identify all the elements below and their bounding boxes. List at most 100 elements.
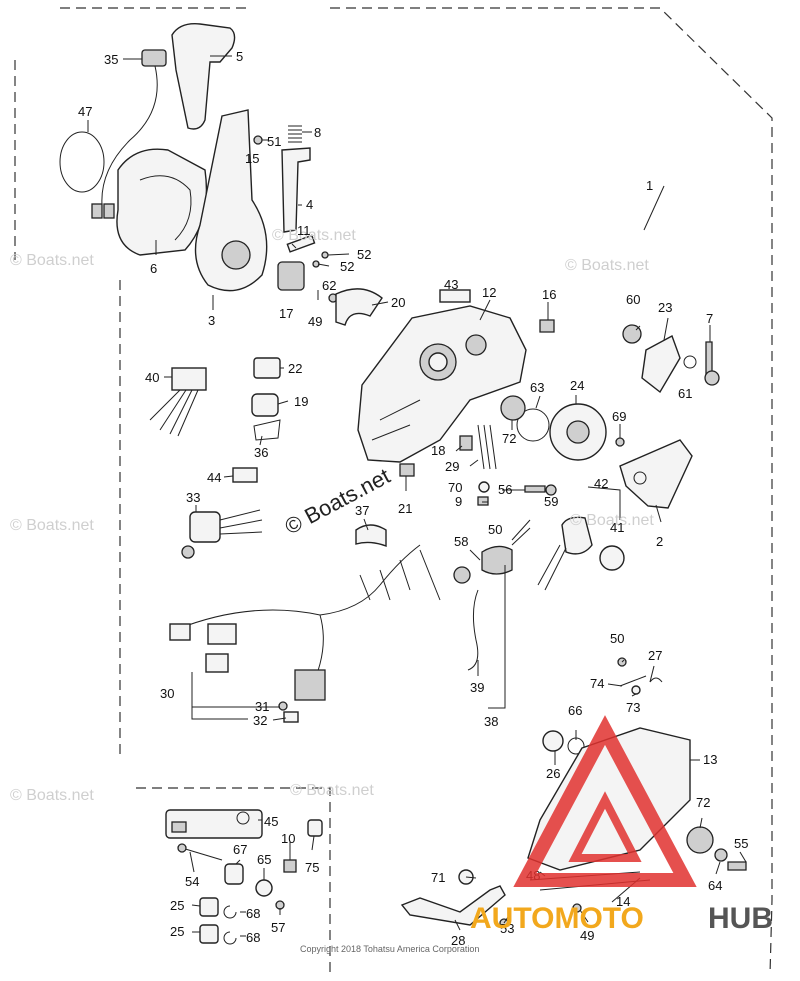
callout-19: 19	[294, 394, 308, 409]
callout-54: 54	[185, 874, 199, 889]
callout-53: 53	[500, 921, 514, 936]
plate-part	[286, 234, 316, 253]
callout-56: 56	[498, 482, 512, 497]
callout-6: 6	[150, 261, 157, 276]
brand-triangle-icon	[513, 715, 697, 887]
callout-10: 10	[281, 831, 295, 846]
callout-68a: 68	[246, 906, 260, 921]
watermark-text: © Boats.net	[10, 517, 94, 534]
callout-67: 67	[233, 842, 247, 857]
callout-26: 26	[546, 766, 560, 781]
watermark-text: © Boats.net	[570, 512, 654, 529]
watermark-text: © Boats.net	[272, 227, 356, 244]
callout-73: 73	[626, 700, 640, 715]
callout-27: 27	[648, 648, 662, 663]
side-plate-part	[527, 727, 691, 871]
grip-part	[171, 23, 236, 130]
callout-39: 39	[470, 680, 484, 695]
callout-43: 43	[444, 277, 458, 292]
callout-33: 33	[186, 490, 200, 505]
callout-61: 61	[678, 386, 692, 401]
brand-inner-triangle-icon	[568, 791, 642, 862]
callout-35: 35	[104, 52, 118, 67]
callout-42: 42	[594, 476, 608, 491]
callout-50b: 50	[610, 631, 624, 646]
bracket-part	[335, 288, 383, 326]
brand-text-secondary: HUB	[708, 902, 773, 935]
callout-1: 1	[646, 178, 653, 193]
cam-part	[277, 261, 305, 291]
callout-25b: 25	[170, 924, 184, 939]
callout-75: 75	[305, 860, 319, 875]
callout-28: 28	[451, 933, 465, 948]
callout-30: 30	[160, 686, 174, 701]
callout-44: 44	[207, 470, 221, 485]
callout-62: 62	[322, 278, 336, 293]
callout-25a: 25	[170, 898, 184, 913]
washer-part	[516, 408, 550, 442]
callout-64: 64	[708, 878, 722, 893]
watermark-text: © Boats.net	[10, 787, 94, 804]
callout-65: 65	[257, 852, 271, 867]
callout-69: 69	[612, 409, 626, 424]
o-ring-part	[59, 131, 105, 193]
rod-part	[281, 147, 311, 233]
callout-37: 37	[355, 503, 369, 518]
callout-72b: 72	[696, 795, 710, 810]
callout-49b: 49	[580, 928, 594, 943]
sub-kit-outline	[136, 787, 331, 975]
assembly-outline	[14, 7, 773, 976]
callout-5: 5	[236, 49, 243, 64]
callout-59: 59	[544, 494, 558, 509]
callout-40: 40	[145, 370, 159, 385]
callout-29: 29	[445, 459, 459, 474]
shift-lever-part	[400, 885, 506, 926]
lever-bracket-part	[641, 334, 681, 394]
callout-20: 20	[391, 295, 405, 310]
callout-32: 32	[253, 713, 267, 728]
watermark-text: © Boats.net	[10, 252, 94, 269]
brand-logo: AUTOMOTO HUB	[470, 715, 773, 935]
callout-21: 21	[398, 501, 412, 516]
callout-14: 14	[616, 894, 630, 909]
lever-arm-part	[194, 109, 268, 292]
callout-41: 41	[610, 520, 624, 535]
callout-70: 70	[448, 480, 462, 495]
callout-60: 60	[626, 292, 640, 307]
callout-3: 3	[208, 313, 215, 328]
lever-cover-part	[116, 148, 208, 256]
watermark-text: © Boats.net	[565, 257, 649, 274]
callout-31: 31	[255, 699, 269, 714]
spring-part	[288, 125, 302, 143]
callout-55: 55	[734, 836, 748, 851]
neutral-switch-part	[481, 545, 513, 575]
callout-74: 74	[590, 676, 604, 691]
callout-12: 12	[482, 285, 496, 300]
label-part	[439, 289, 471, 303]
callout-13: 13	[703, 752, 717, 767]
callout-45: 45	[264, 814, 278, 829]
callout-49a: 49	[308, 314, 322, 329]
brand-text-primary: AUTOMOTO	[470, 902, 644, 935]
callout-15: 15	[245, 151, 259, 166]
callout-52b: 52	[340, 259, 354, 274]
callout-18: 18	[431, 443, 445, 458]
callout-38: 38	[484, 714, 498, 729]
wiring-harness-part	[174, 544, 421, 631]
ignition-switch-part	[189, 511, 221, 543]
callout-9: 9	[455, 494, 462, 509]
callout-72a: 72	[502, 431, 516, 446]
decal-part	[165, 809, 263, 839]
callout-57: 57	[271, 920, 285, 935]
leader-lines	[87, 55, 747, 937]
sensor-part	[561, 516, 593, 555]
callout-23: 23	[658, 300, 672, 315]
callout-71: 71	[431, 870, 445, 885]
callout-47: 47	[78, 104, 92, 119]
watermark-text: © Boats.net	[290, 782, 374, 799]
callout-63: 63	[530, 380, 544, 395]
callout-17: 17	[279, 306, 293, 321]
callout-51: 51	[267, 134, 281, 149]
callout-11: 11	[297, 223, 311, 238]
